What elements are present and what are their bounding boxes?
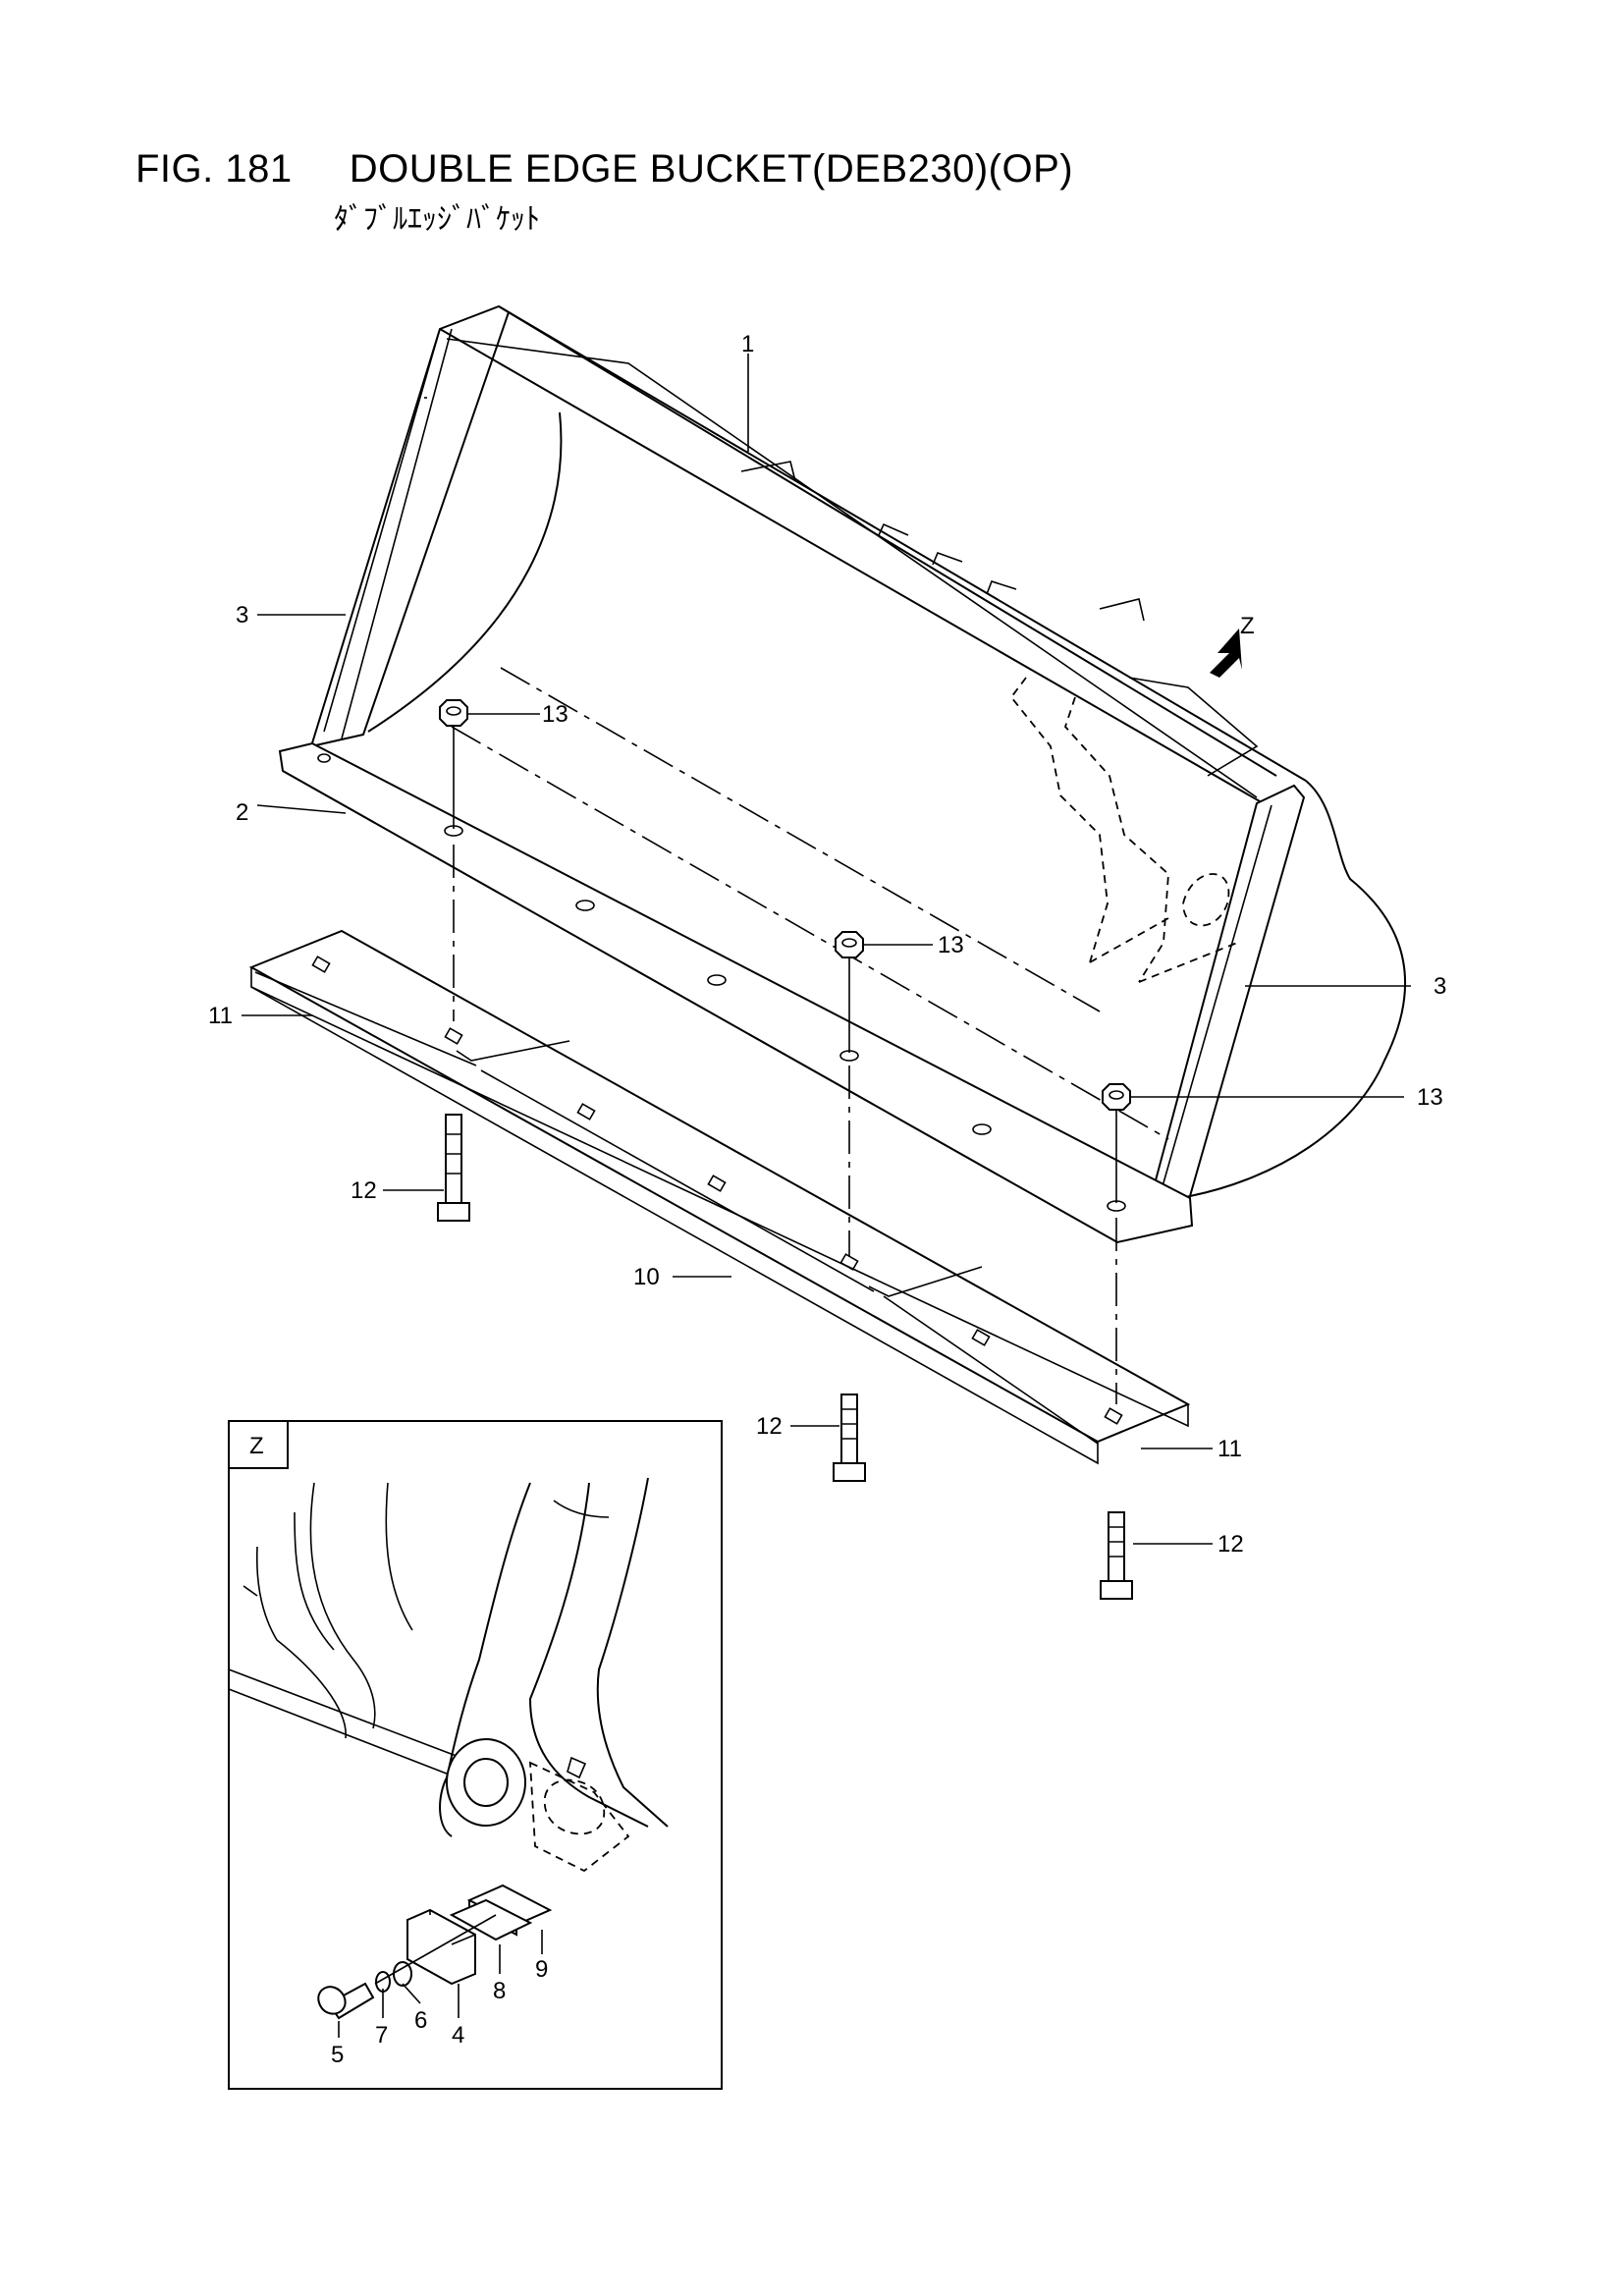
callout-13-c: 13 <box>1417 1084 1443 1111</box>
callout-11-left: 11 <box>208 1003 233 1029</box>
cutting-edge-assembly <box>248 929 1191 1465</box>
callout-10: 10 <box>633 1264 660 1290</box>
callout-13-b: 13 <box>938 932 964 958</box>
callout-12-c: 12 <box>1217 1531 1244 1558</box>
callout-7: 7 <box>375 2022 388 2049</box>
figure-number: FIG. 181 <box>135 147 293 191</box>
callout-3-right: 3 <box>1434 973 1446 1000</box>
callout-labels: 1 2 3 3 13 13 13 11 11 12 12 12 10 <box>208 331 1446 1558</box>
figure-title-text: DOUBLE EDGE BUCKET(DEB230)(OP) <box>349 147 1074 191</box>
callout-6: 6 <box>414 2007 427 2034</box>
exploded-center-lines <box>453 845 1117 1404</box>
callout-8: 8 <box>493 1978 506 2004</box>
nut-icons <box>439 699 1131 1203</box>
callout-9: 9 <box>535 1956 548 1983</box>
view-arrow-z-icon: Z <box>1210 613 1255 678</box>
callout-5: 5 <box>331 2042 344 2068</box>
callout-12-a: 12 <box>351 1177 377 1204</box>
leader-lines <box>242 354 1411 1545</box>
callout-4: 4 <box>452 2022 464 2049</box>
figure-subtitle: ﾀﾞﾌﾞﾙｴｯｼﾞﾊﾞｹｯﾄ <box>334 203 540 236</box>
view-arrow-label: Z <box>1240 613 1255 639</box>
figure-title: FIG. 181 DOUBLE EDGE BUCKET(DEB230)(OP) <box>135 147 1073 191</box>
bolt-icons <box>437 1114 1133 1600</box>
bucket-body <box>278 304 1406 1244</box>
callout-11-right: 11 <box>1217 1436 1242 1462</box>
callout-2: 2 <box>236 799 248 826</box>
detail-view-z: Z 4 5 6 <box>228 1420 723 2090</box>
callout-13-a: 13 <box>542 701 568 728</box>
callout-1: 1 <box>741 331 754 357</box>
callout-3-left: 3 <box>236 602 248 629</box>
inset-label: Z <box>249 1433 264 1459</box>
callout-12-b: 12 <box>756 1413 783 1440</box>
